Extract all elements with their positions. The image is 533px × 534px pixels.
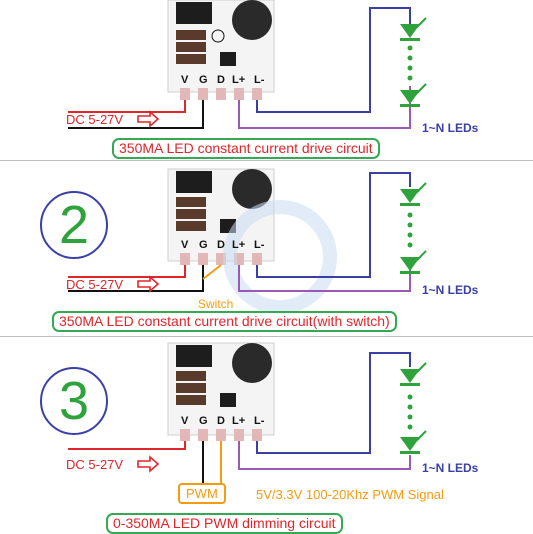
panel-number: 3 xyxy=(40,367,108,435)
resistor xyxy=(176,54,206,64)
circuit-caption: 0-350MA LED PWM dimming circuit xyxy=(106,513,343,534)
wire-led-plus xyxy=(238,441,411,470)
pin-pad xyxy=(180,253,190,265)
dc-input-label: DC 5-27V xyxy=(66,112,124,127)
watermark-logo xyxy=(223,200,337,314)
transistor xyxy=(220,52,236,66)
leds-label: 1~N LEDs xyxy=(422,461,479,475)
led-chain-dots xyxy=(407,212,413,248)
pin-label: L+ xyxy=(232,415,246,427)
wire-led-minus xyxy=(256,7,411,113)
arrow-icon xyxy=(137,275,160,293)
pin-label: G xyxy=(199,74,208,86)
wire-vin xyxy=(68,100,186,113)
panel-separator xyxy=(0,160,533,161)
wire-vin xyxy=(68,265,186,278)
wire-led-minus xyxy=(256,172,411,278)
pin-pad xyxy=(216,253,226,265)
pin-pad xyxy=(252,429,262,441)
leds-label: 1~N LEDs xyxy=(422,283,479,297)
pin-label: D xyxy=(217,415,225,427)
pin-label: V xyxy=(181,415,189,427)
pwm-box: PWM xyxy=(178,483,226,504)
switch-label: Switch xyxy=(198,297,234,311)
pin-pad xyxy=(180,429,190,441)
wire-vin xyxy=(68,441,186,450)
wire-led-plus xyxy=(238,265,411,292)
pin-pad xyxy=(216,88,226,100)
circuit-caption: 350MA LED constant current drive circuit xyxy=(112,138,380,159)
dc-input-label: DC 5-27V xyxy=(66,277,124,292)
resistor xyxy=(176,395,206,405)
led-chain-dots xyxy=(407,394,413,430)
resistor xyxy=(176,30,206,40)
arrow-icon xyxy=(137,455,160,473)
inductor xyxy=(232,169,272,209)
dc-input-label: DC 5-27V xyxy=(66,457,124,472)
ic-chip xyxy=(176,171,212,193)
panel-3: 3 V G D L+ L- DC 5-27V 1~N LEDs PWM 5V/3… xyxy=(0,337,533,534)
resistor xyxy=(176,371,206,381)
pin-label: G xyxy=(199,415,208,427)
inductor xyxy=(232,343,272,383)
arrow-icon xyxy=(137,110,160,128)
pin-pad xyxy=(198,429,208,441)
wire-gnd xyxy=(68,100,204,129)
led-icon xyxy=(400,430,427,454)
pin-label: V xyxy=(181,239,189,251)
pin-pad xyxy=(198,88,208,100)
resistor xyxy=(176,42,206,52)
pin-label: D xyxy=(217,239,225,251)
transistor xyxy=(220,393,236,407)
wire-gnd xyxy=(68,265,204,292)
pin-pad xyxy=(234,429,244,441)
pin-pad xyxy=(198,253,208,265)
circuit-diagram-2 xyxy=(68,168,427,314)
pin-pad xyxy=(252,253,262,265)
pin-label: L- xyxy=(254,415,265,427)
pin-label: L+ xyxy=(232,74,246,86)
led-icon xyxy=(400,17,427,41)
pin-pad xyxy=(216,429,226,441)
ic-chip xyxy=(176,345,212,367)
led-icon xyxy=(400,250,427,274)
pin-pad xyxy=(234,253,244,265)
circuit-diagram-1 xyxy=(68,0,427,129)
led-icon xyxy=(400,182,427,206)
ic-chip xyxy=(176,2,212,24)
led-icon xyxy=(400,83,427,107)
circuit-caption: 350MA LED constant current drive circuit… xyxy=(52,311,397,332)
pwm-signal-label: 5V/3.3V 100-20Khz PWM Signal xyxy=(256,487,444,502)
resistor xyxy=(176,221,206,231)
pin-pad xyxy=(252,88,262,100)
circuit-diagram-3 xyxy=(68,342,427,483)
pin-label: V xyxy=(181,74,189,86)
pin-label: L- xyxy=(254,74,265,86)
pin-pad xyxy=(234,88,244,100)
led-chain-dots xyxy=(407,45,413,81)
leds-label: 1~N LEDs xyxy=(422,121,479,135)
inductor xyxy=(232,0,272,40)
wire-led-minus xyxy=(256,352,411,454)
panel-number: 2 xyxy=(40,191,108,259)
resistor xyxy=(176,383,206,393)
pin-label: L- xyxy=(254,239,265,251)
e-mark xyxy=(211,29,225,43)
led-icon xyxy=(400,362,427,386)
resistor xyxy=(176,197,206,207)
panel-2: 2 V G D L+ L- DC 5-27V Switch 1~N LEDs 3… xyxy=(0,161,533,336)
pin-label: G xyxy=(199,239,208,251)
pin-pad xyxy=(180,88,190,100)
panel-1: V G D L+ L- DC 5-27V 1~N LEDs 350MA LED … xyxy=(0,0,533,160)
wire-switch xyxy=(202,264,222,280)
pin-label: L+ xyxy=(232,239,246,251)
resistor xyxy=(176,209,206,219)
panel-separator xyxy=(0,336,533,337)
pin-label: D xyxy=(217,74,225,86)
